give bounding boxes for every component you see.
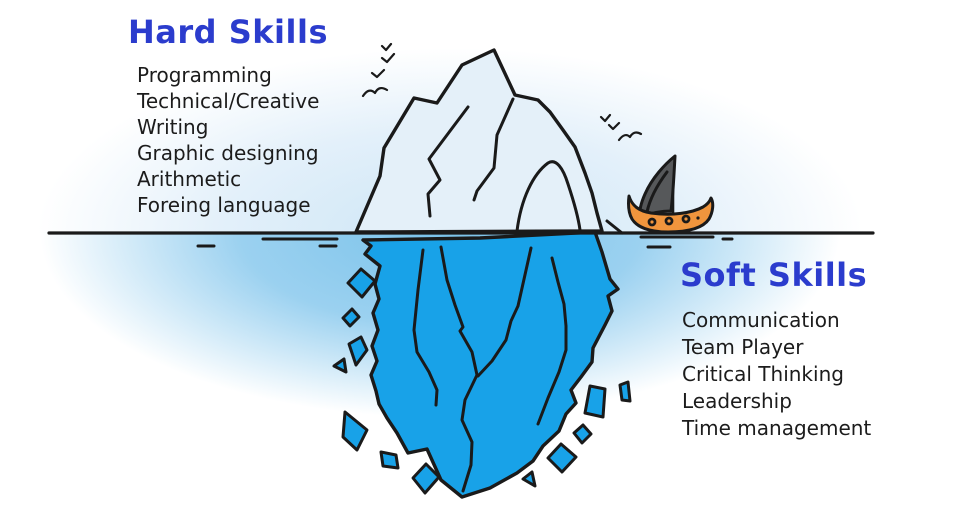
hard-skills-title: Hard Skills bbox=[128, 13, 328, 51]
hard-skills-section: Hard Skills Programming Technical/Creati… bbox=[128, 13, 328, 218]
soft-skills-title: Soft Skills bbox=[680, 256, 868, 294]
birds-right bbox=[599, 113, 643, 142]
sailboat-icon bbox=[626, 154, 715, 234]
hard-skill-item: Writing bbox=[137, 115, 209, 139]
soft-skills-section: Soft Skills Communication Team Player Cr… bbox=[680, 256, 871, 442]
hard-skill-item: Graphic designing bbox=[137, 141, 319, 165]
birds-left bbox=[361, 42, 396, 98]
portholes bbox=[647, 214, 700, 227]
iceberg-above-water-cracks bbox=[426, 97, 624, 235]
ice-debris bbox=[332, 267, 632, 495]
soft-skill-item: Time management bbox=[682, 416, 872, 440]
iceberg-underwater bbox=[361, 230, 620, 499]
birds-icon bbox=[361, 42, 643, 142]
hard-skills-list: Programming Technical/Creative Writing G… bbox=[128, 62, 328, 218]
hard-skill-item: Programming bbox=[137, 63, 272, 87]
iceberg-above-water bbox=[354, 48, 624, 235]
soft-skill-item: Communication bbox=[682, 308, 840, 332]
iceberg-above-water-body bbox=[354, 48, 604, 234]
water-ripples bbox=[196, 235, 734, 249]
soft-skill-item: Leadership bbox=[682, 389, 792, 413]
hard-skill-item: Technical/Creative bbox=[137, 89, 320, 113]
soft-skill-item: Critical Thinking bbox=[682, 362, 844, 386]
soft-skills-list: Communication Team Player Critical Think… bbox=[680, 307, 871, 442]
hard-skill-item: Foreing language bbox=[137, 193, 311, 217]
iceberg-underwater-cracks bbox=[412, 245, 568, 493]
soft-skill-item: Team Player bbox=[682, 335, 804, 359]
hard-skill-item: Arithmetic bbox=[137, 167, 242, 191]
